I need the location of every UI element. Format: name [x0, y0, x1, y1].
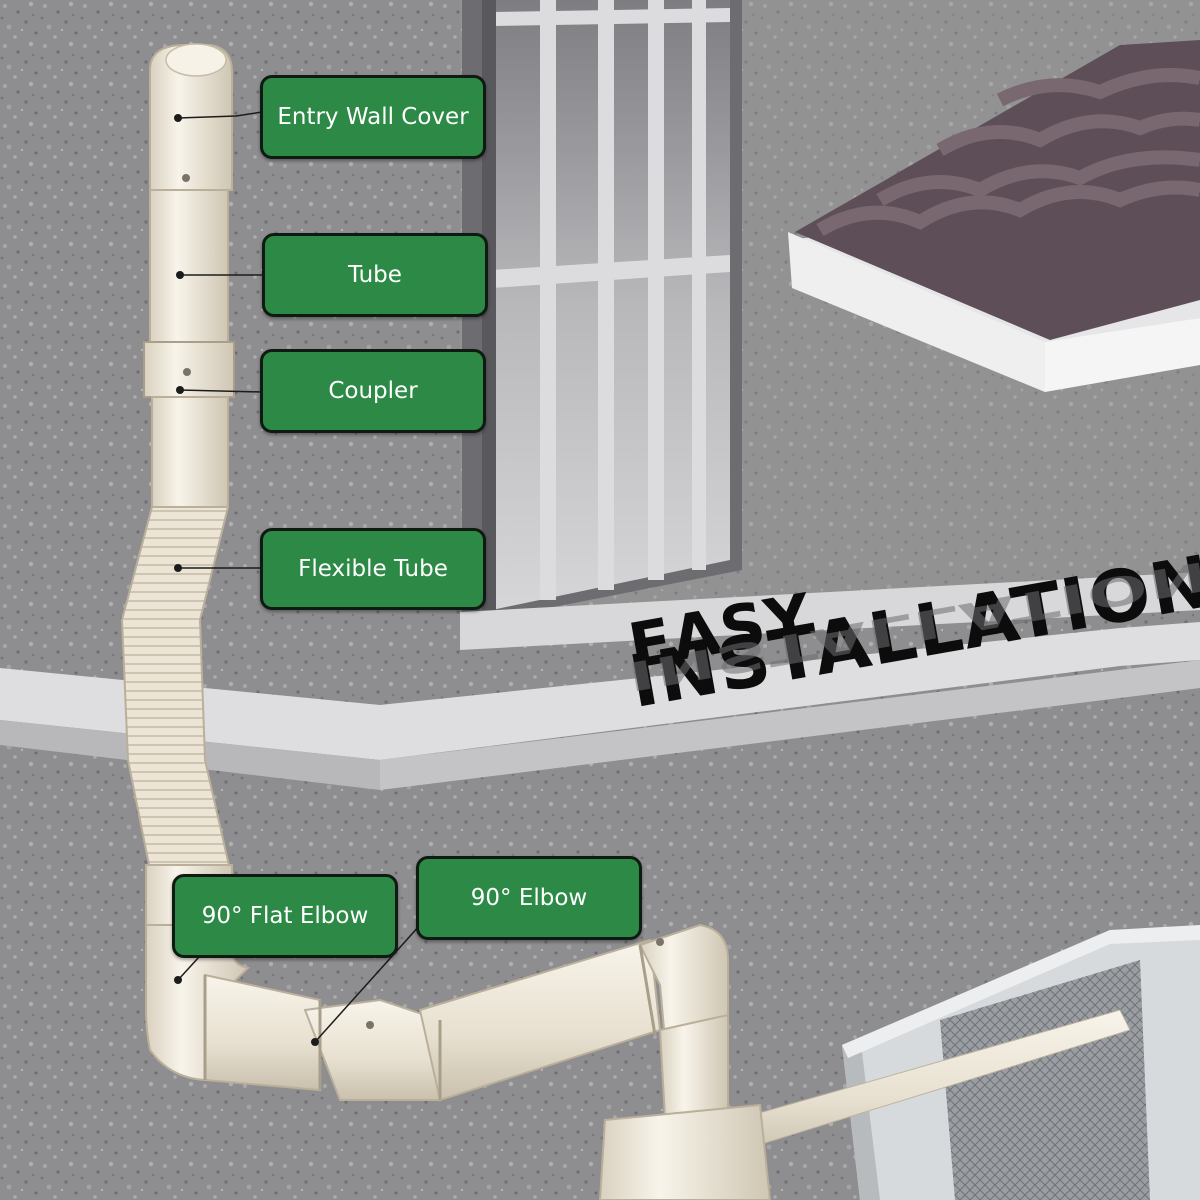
label-coupler: Coupler [260, 349, 486, 433]
label-entry-wall-cover: Entry Wall Cover [260, 75, 486, 159]
label-tube: Tube [262, 233, 488, 317]
callout-dots [174, 114, 319, 1046]
label-flat-elbow: 90° Flat Elbow [172, 874, 398, 958]
callout-leaders [177, 111, 421, 1043]
ac-outdoor-unit [842, 925, 1200, 1200]
label-elbow: 90° Elbow [416, 856, 642, 940]
label-flexible-tube: Flexible Tube [260, 528, 486, 610]
window [462, 0, 742, 625]
awning [788, 40, 1200, 392]
